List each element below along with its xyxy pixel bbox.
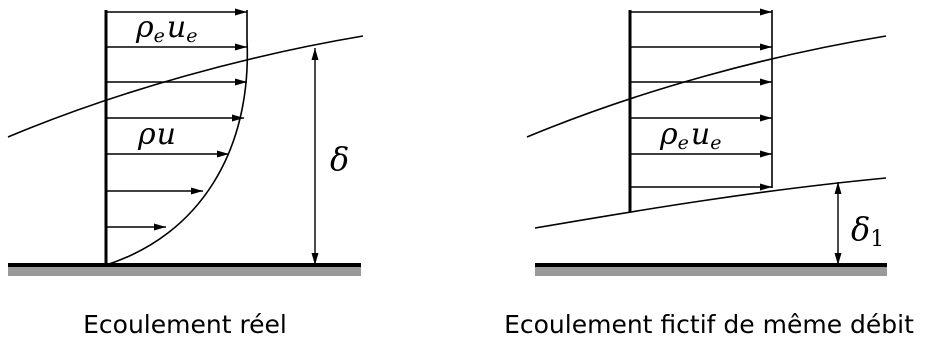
right-upper-streamline [526, 35, 887, 138]
left-velocity-profile [105, 10, 249, 266]
left-panel: ρeue ρu δ Ecoulement réel [7, 8, 364, 338]
right-label-rho-e-u-e: ρeue [659, 117, 721, 154]
left-velocity-arrows [106, 8, 247, 231]
right-caption: Ecoulement fictif de même débit [504, 310, 914, 338]
right-displacement-line [534, 177, 887, 229]
left-label-rho-u: ρu [137, 117, 176, 152]
right-panel: ρeue δ1 Ecoulement fictif de même débit [504, 8, 914, 338]
right-velocity-arrows [630, 8, 772, 191]
right-delta-1-symbol: δ1 [851, 210, 884, 252]
left-caption: Ecoulement réel [83, 310, 287, 338]
left-delta-symbol: δ [330, 140, 349, 178]
left-label-rho-e-u-e: ρeue [135, 10, 197, 47]
left-streamline [7, 35, 364, 138]
